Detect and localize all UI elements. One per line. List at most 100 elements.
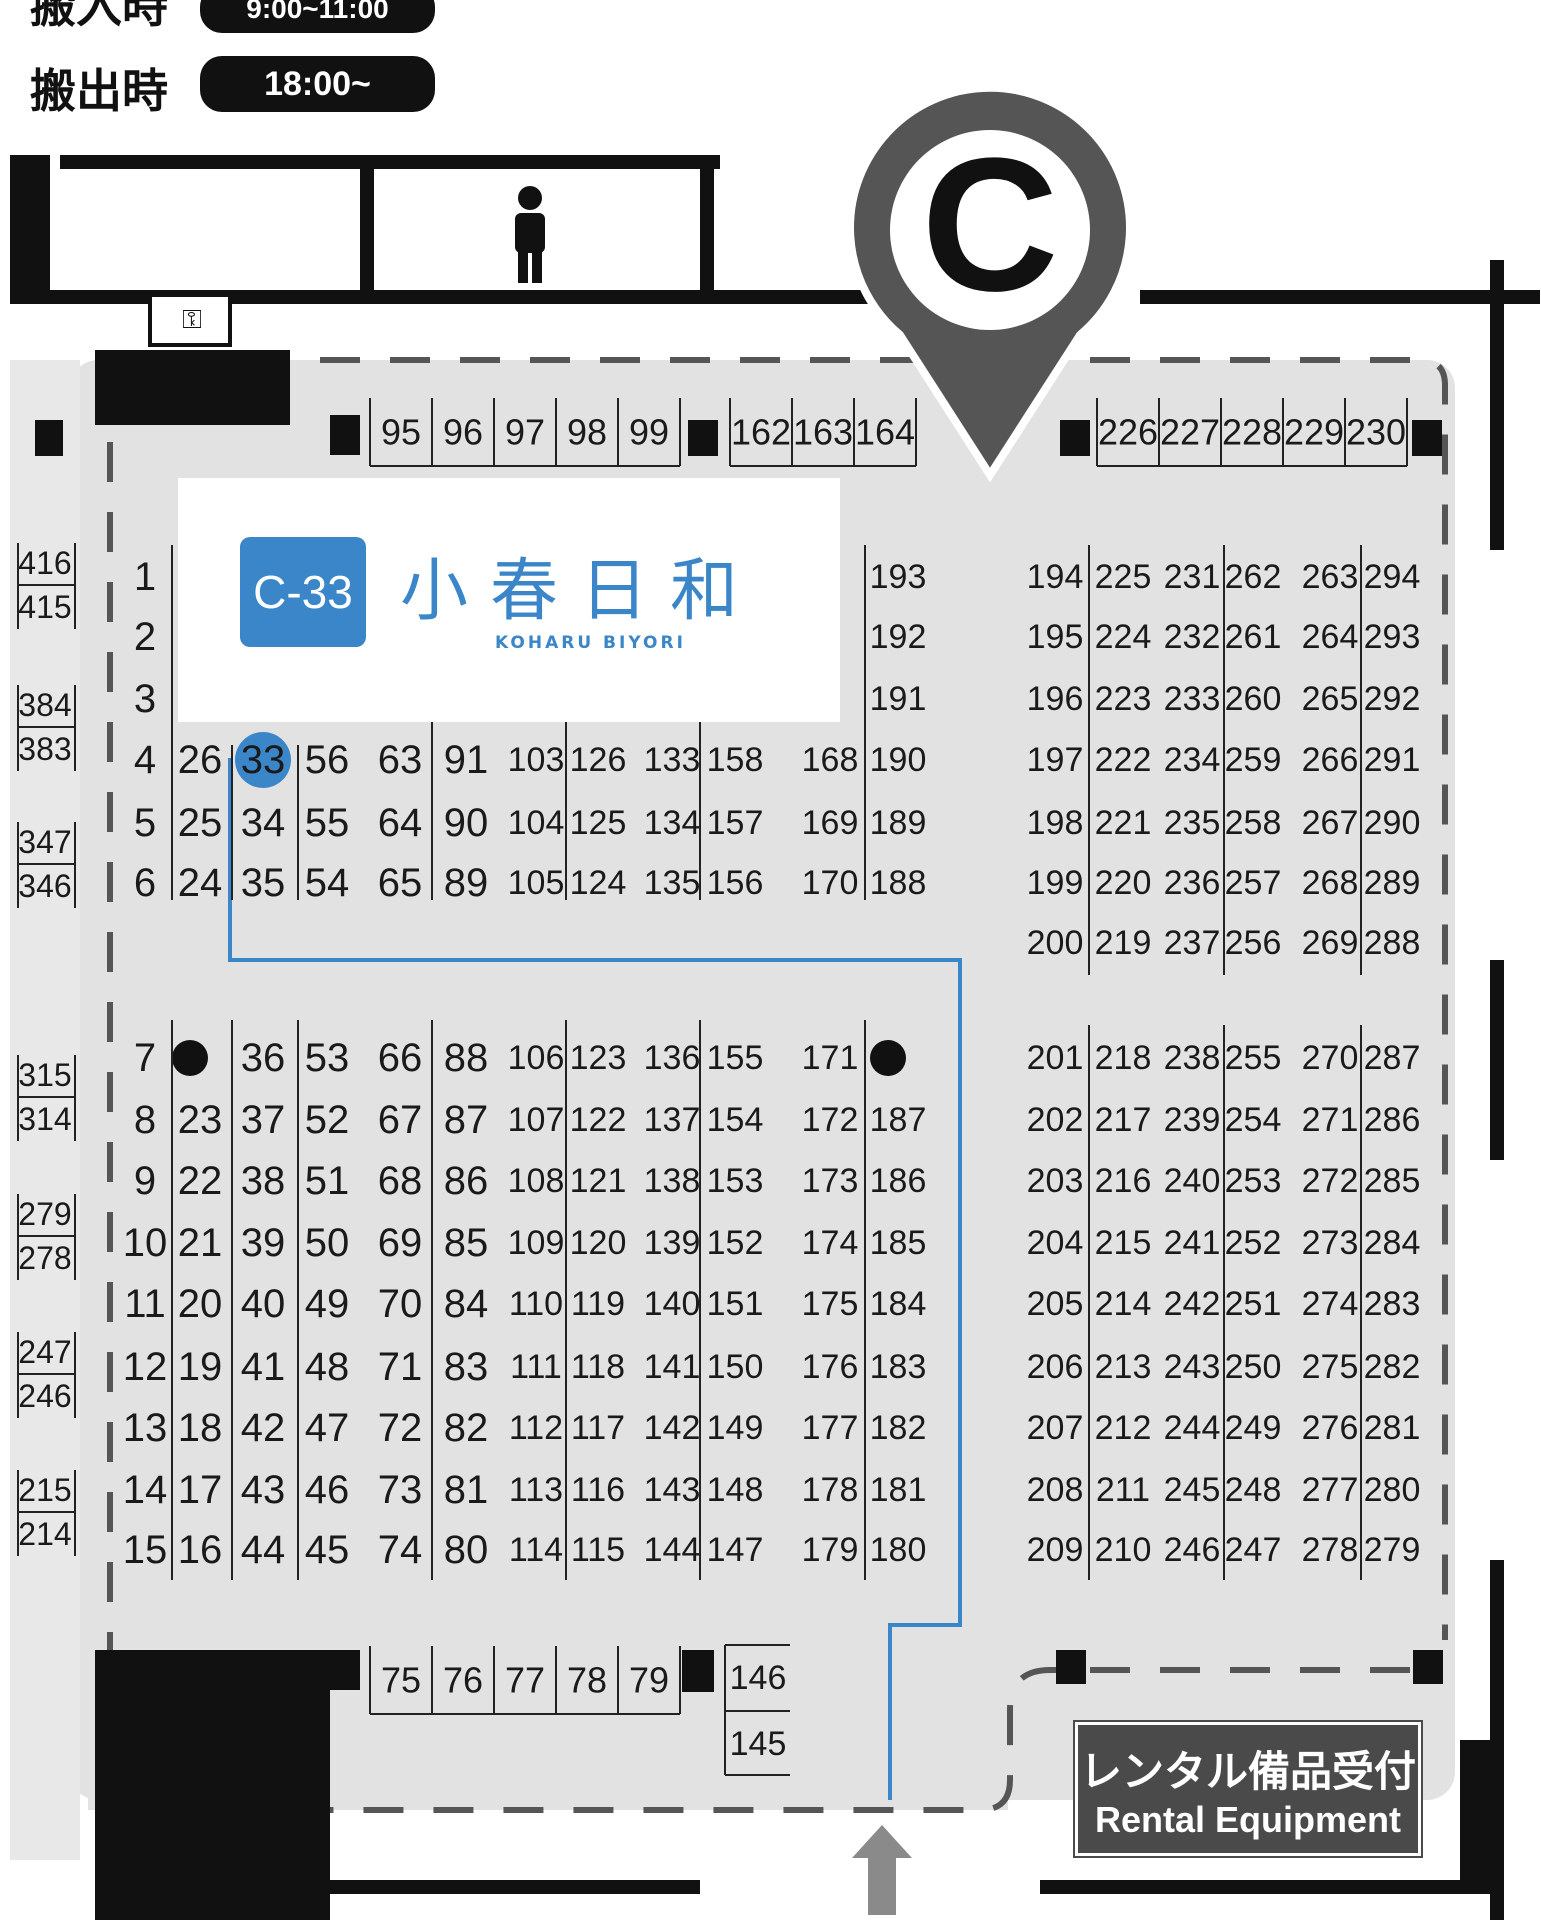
booth-number: 97: [505, 412, 545, 453]
wall-bottom-left: [330, 1880, 700, 1894]
wall-right-bottom: [1490, 1560, 1504, 1920]
booth-number: 254: [1225, 1101, 1282, 1139]
booth-number: 273: [1302, 1224, 1359, 1262]
booth-number: 232: [1164, 618, 1221, 656]
booth-number: 247: [18, 1334, 71, 1370]
booth-number: 384: [18, 687, 71, 723]
booth-number: 35: [241, 861, 286, 905]
booth-number: 185: [870, 1224, 927, 1262]
booth-number: 264: [1302, 618, 1359, 656]
booth-number: 21: [178, 1221, 223, 1265]
booth-number: 249: [1225, 1409, 1282, 1447]
booth-number: 284: [1364, 1224, 1421, 1262]
booth-number: 39: [241, 1221, 286, 1265]
booth-number: 229: [1284, 412, 1344, 453]
booth-number: 271: [1302, 1101, 1359, 1139]
booth-number: 36: [241, 1036, 286, 1080]
booth-number: 288: [1364, 924, 1421, 962]
booth-number: 158: [707, 741, 764, 779]
booth-number: 215: [18, 1472, 71, 1508]
booth-number: 75: [381, 1660, 421, 1701]
booth-number: 346: [18, 868, 71, 904]
booth-number: 104: [508, 804, 565, 842]
booth-number: 105: [508, 864, 565, 902]
booth-number: 6: [134, 861, 156, 905]
booth-number: 230: [1346, 412, 1406, 453]
booth-number: 86: [444, 1159, 489, 1203]
booth-number: 56: [305, 738, 350, 782]
booth-number: 73: [378, 1468, 423, 1512]
pillar: [1056, 1650, 1086, 1684]
booth-number: 23: [178, 1098, 223, 1142]
booth-number: 255: [1225, 1039, 1282, 1077]
booth-number: 263: [1302, 558, 1359, 596]
booth-number: 14: [123, 1468, 168, 1512]
booth-number: 415: [18, 589, 71, 625]
booth-number: 265: [1302, 680, 1359, 718]
booth-number: 111: [510, 1348, 562, 1386]
booth-number: 70: [378, 1282, 423, 1326]
booth-number: 236: [1164, 864, 1221, 902]
booth-number: 88: [444, 1036, 489, 1080]
booth-number: 218: [1095, 1039, 1152, 1077]
booth-number: 279: [18, 1196, 71, 1232]
entrance-arrow-icon: [852, 1825, 912, 1915]
booth-number: 7: [134, 1036, 156, 1080]
booth-number: 136: [644, 1039, 701, 1077]
booth-number: 15: [123, 1528, 168, 1572]
booth-number: 116: [571, 1471, 625, 1509]
booth-number: 278: [18, 1240, 71, 1276]
booth-number: 234: [1164, 741, 1221, 779]
wall-right-top: [1490, 260, 1504, 550]
booth-number: 126: [570, 741, 627, 779]
booth-number: 41: [241, 1345, 286, 1389]
wall-top-left: [10, 155, 50, 295]
booth-number: 294: [1364, 558, 1421, 596]
booth-number: 96: [443, 412, 483, 453]
booth-badge: C-33: [240, 537, 366, 647]
booth-number: 211: [1096, 1471, 1150, 1509]
booth-number: 262: [1225, 558, 1282, 596]
booth-number: 281: [1364, 1409, 1421, 1447]
booth-number: 184: [870, 1285, 927, 1323]
booth-number: 98: [567, 412, 607, 453]
booth-number: 66: [378, 1036, 423, 1080]
booth-number: 181: [870, 1471, 927, 1509]
wall-top-5: [360, 155, 374, 295]
booth-number: 122: [570, 1101, 627, 1139]
booth-number: 203: [1027, 1162, 1084, 1200]
booth-number: 37: [241, 1098, 286, 1142]
booth-number: 143: [644, 1471, 701, 1509]
booth-number: 206: [1027, 1348, 1084, 1386]
booth-number: 13: [123, 1406, 168, 1450]
wall-top-6: [700, 155, 714, 295]
booth-number: 286: [1364, 1101, 1421, 1139]
pillar: [35, 420, 63, 456]
booth-number: 269: [1302, 924, 1359, 962]
booth-number: 153: [707, 1162, 764, 1200]
booth-number: 210: [1095, 1531, 1152, 1569]
booth-number: 140: [644, 1285, 701, 1323]
circle-name-jp: 小春日和: [400, 552, 761, 631]
pillar: [682, 1650, 714, 1692]
booth-number: 280: [1364, 1471, 1421, 1509]
booth-number: 138: [644, 1162, 701, 1200]
booth-number: 270: [1302, 1039, 1359, 1077]
booth-number: 347: [18, 824, 71, 860]
booth-number: 109: [508, 1224, 565, 1262]
booth-number: 55: [305, 801, 350, 845]
booth-number: 178: [802, 1471, 859, 1509]
booth-number: 183: [870, 1348, 927, 1386]
booth-number: 189: [870, 804, 927, 842]
booth-number: 139: [644, 1224, 701, 1262]
pillar: [1413, 1650, 1443, 1684]
pillar: [330, 415, 360, 455]
rental-equipment-counter: レンタル備品受付 Rental Equipment: [1075, 1722, 1421, 1856]
booth-number: 191: [870, 680, 927, 718]
pillar: [688, 420, 718, 456]
booth-number: 3: [134, 677, 156, 721]
booth-number: 182: [870, 1409, 927, 1447]
booth-number: 287: [1364, 1039, 1421, 1077]
booth-number: 279: [1364, 1531, 1421, 1569]
